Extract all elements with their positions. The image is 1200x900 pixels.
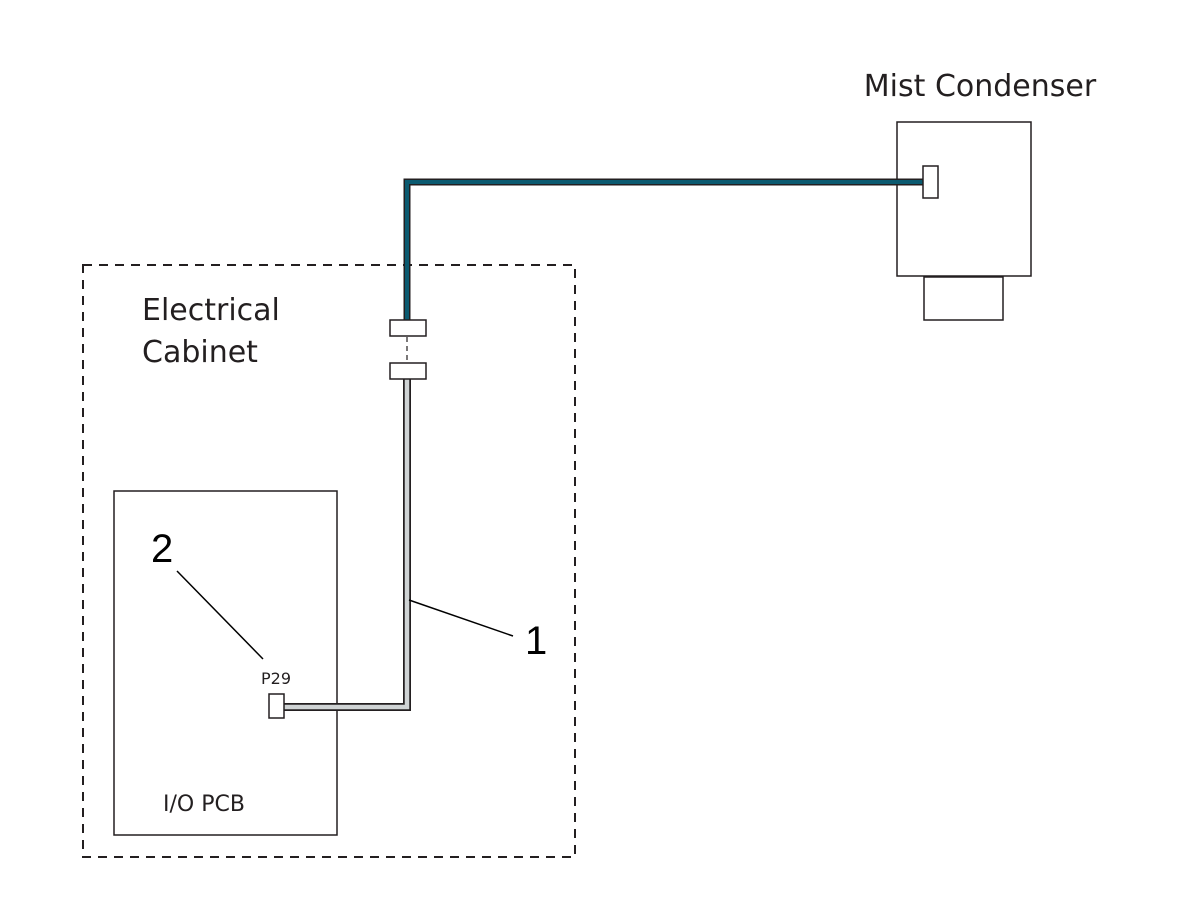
external-cable-outline [403, 178, 927, 321]
io-pcb-label: I/O PCB [163, 792, 245, 817]
callout-1-leader [408, 599, 514, 637]
p29-connector [268, 693, 285, 719]
internal-cable-core [284, 378, 410, 710]
electrical-cabinet-label-line1: Electrical [142, 293, 280, 328]
callout-1-number: 1 [525, 619, 547, 663]
mist-condenser-base [923, 276, 1004, 321]
inline-connector-lower [389, 362, 427, 380]
mist-condenser-body [896, 121, 1032, 277]
electrical-cabinet-label-line2: Cabinet [142, 335, 258, 370]
mist-condenser [896, 121, 1032, 321]
p29-label: P29 [261, 669, 291, 688]
electrical-cabinet-boundary [82, 264, 576, 858]
external-cable [403, 178, 927, 321]
inline-connector [389, 319, 427, 380]
callout-2-number: 2 [151, 527, 173, 571]
callout-2-leader [176, 570, 264, 660]
internal-cable [284, 378, 411, 711]
mist-condenser-connector [922, 165, 939, 199]
external-cable-core [405, 180, 927, 321]
io-pcb-board [113, 490, 338, 836]
inline-connector-upper [389, 319, 427, 337]
mist-condenser-label: Mist Condenser [864, 69, 1097, 104]
